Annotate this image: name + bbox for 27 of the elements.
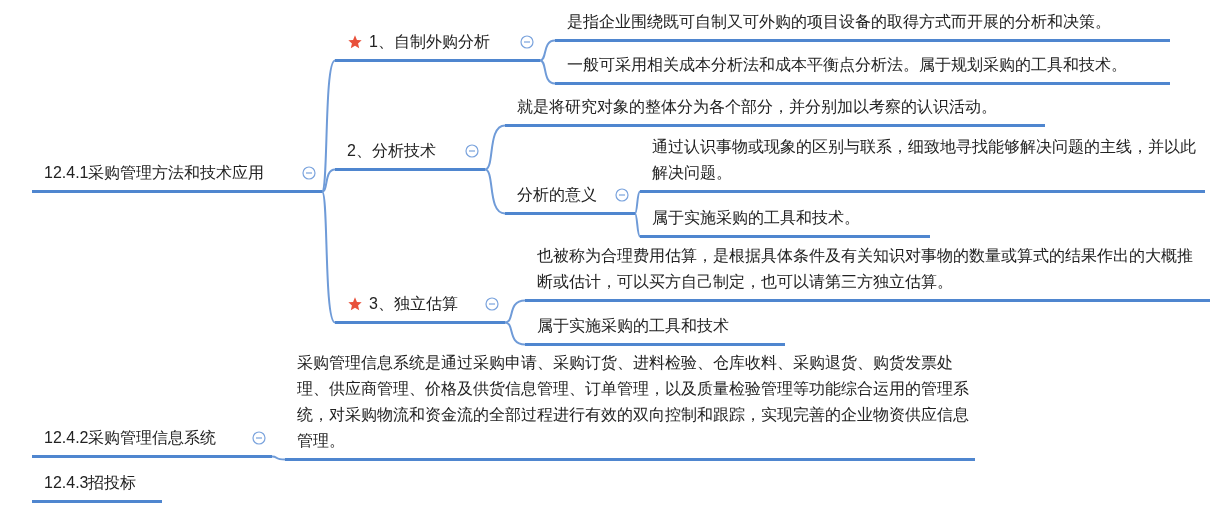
topic-text: 分析的意义 xyxy=(517,185,598,205)
topic-text: 12.4.1采购管理方法和技术应用 xyxy=(44,163,266,183)
branch-line xyxy=(484,124,506,171)
branch-line xyxy=(484,168,506,215)
topic-text: 属于实施采购的工具和技术。 xyxy=(652,208,861,228)
topic-text: 就是将研究对象的整体分为各个部分，并分别加以考察的认识活动。 xyxy=(517,97,998,117)
topic-text: 属于实施采购的工具和技术 xyxy=(537,316,730,336)
topic-text: 1、自制外购分析 xyxy=(369,32,491,52)
topic-text: 也被称为合理费用估算，是根据具体条件及有关知识对事物的数量或算式的结果作出的大概推断或估计，可以买方自己制定，也可以请第三方独立估算。 xyxy=(537,246,1194,292)
branch-line xyxy=(634,190,641,215)
topic-text: 3、独立估算 xyxy=(369,294,459,314)
topic-text: 12.4.3招投标 xyxy=(44,473,138,493)
branch-line xyxy=(504,321,526,346)
topic-text: 2、分析技术 xyxy=(347,141,437,161)
topic-text: 12.4.2采购管理信息系统 xyxy=(44,428,218,448)
branch-line xyxy=(321,168,336,193)
branch-line xyxy=(321,190,336,324)
branch-line xyxy=(539,39,556,62)
branch-line xyxy=(634,212,641,238)
topic-text: 采购管理信息系统是通过采购申请、采购订货、进料检验、仓库收料、采购退货、购货发票处理、供应商管理、价格及供货信息管理、订单管理，以及质量检验管理等功能综合运用的管理系统，对采购物流和资金流的全部过程进行有效的双向控制和跟踪，实现完善的企业物资供应信息管理。 xyxy=(297,353,969,451)
branch-line xyxy=(271,455,286,461)
branch-line xyxy=(539,59,556,85)
topic-text: 一般可采用相关成本分析法和成本平衡点分析法。属于规划采购的工具和技术。 xyxy=(567,55,1128,75)
topic-text: 是指企业围绕既可自制又可外购的项目设备的取得方式而开展的分析和决策。 xyxy=(567,12,1112,32)
branch-line xyxy=(321,59,336,193)
topic-text: 通过认识事物或现象的区别与联系，细致地寻找能够解决问题的主线，并以此解决问题。 xyxy=(652,137,1197,183)
branch-line xyxy=(504,299,526,324)
